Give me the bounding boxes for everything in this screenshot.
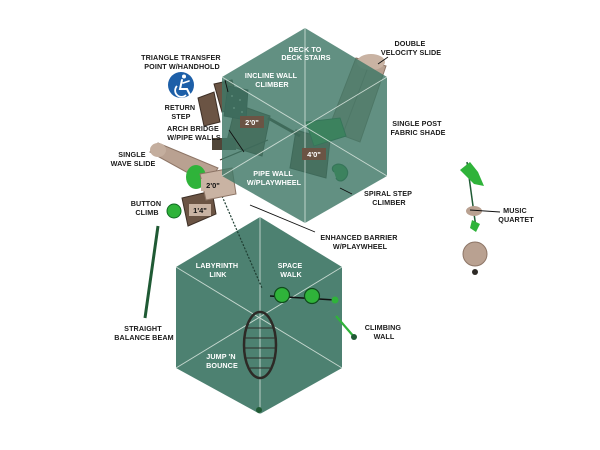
upper-shade-canopy [221, 28, 388, 223]
dimension-deck-a: 2'0" [245, 118, 259, 127]
label-music-quartet: MUSIC QUARTET [498, 206, 534, 224]
lower-shade-canopy [175, 195, 357, 414]
label-climbing-wall: CLIMBING WALL [365, 323, 403, 341]
label-pipe-wall-playwheel: PIPE WALL W/PLAYWHEEL [247, 169, 302, 187]
label-jump-n-bounce: JUMP 'N BOUNCE [206, 352, 238, 370]
label-spiral-step-climber: SPIRAL STEP CLIMBER [364, 189, 414, 207]
label-space-walk: SPACE WALK [278, 261, 305, 279]
label-button-climb: BUTTON CLIMB [131, 199, 164, 217]
music-quartet [460, 161, 488, 275]
label-deck-to-deck-stairs: DECK TO DECK STAIRS [281, 45, 330, 62]
accessibility-icon [168, 72, 194, 98]
dimension-deck-b: 4'0" [307, 150, 321, 159]
leader-lines [224, 56, 501, 233]
label-straight-balance-beam: STRAIGHT BALANCE BEAM [114, 324, 174, 342]
label-triangle-transfer: TRIANGLE TRANSFER POINT W/HANDHOLD [141, 53, 223, 71]
label-incline-wall-climber: INCLINE WALL CLIMBER [245, 71, 299, 89]
label-single-post-fabric-shade: SINGLE POST FABRIC SHADE [390, 119, 445, 137]
button-climb [166, 203, 182, 219]
dimension-deck-c: 2'0" [206, 181, 220, 190]
label-arch-bridge: ARCH BRIDGE W/PIPE WALLS [167, 124, 221, 142]
straight-balance-beam [143, 225, 160, 319]
label-enhanced-barrier: ENHANCED BARRIER W/PLAYWHEEL [320, 233, 399, 251]
space-walk-discs [269, 286, 339, 305]
label-return-step: RETURN STEP [165, 103, 198, 121]
deck-dimensions: 2'0" 4'0" 2'0" 1'4" [189, 116, 326, 216]
label-double-velocity-slide: DOUBLE VELOCITY SLIDE [381, 39, 441, 57]
jump-n-bounce-pads [242, 310, 278, 380]
label-single-wave-slide: SINGLE WAVE SLIDE [111, 150, 156, 168]
dimension-deck-d: 1'4" [193, 206, 207, 215]
label-labyrinth-link: LABYRINTH LINK [196, 261, 241, 279]
equipment-labels: DECK TO DECK STAIRS DOUBLE VELOCITY SLID… [111, 39, 535, 370]
